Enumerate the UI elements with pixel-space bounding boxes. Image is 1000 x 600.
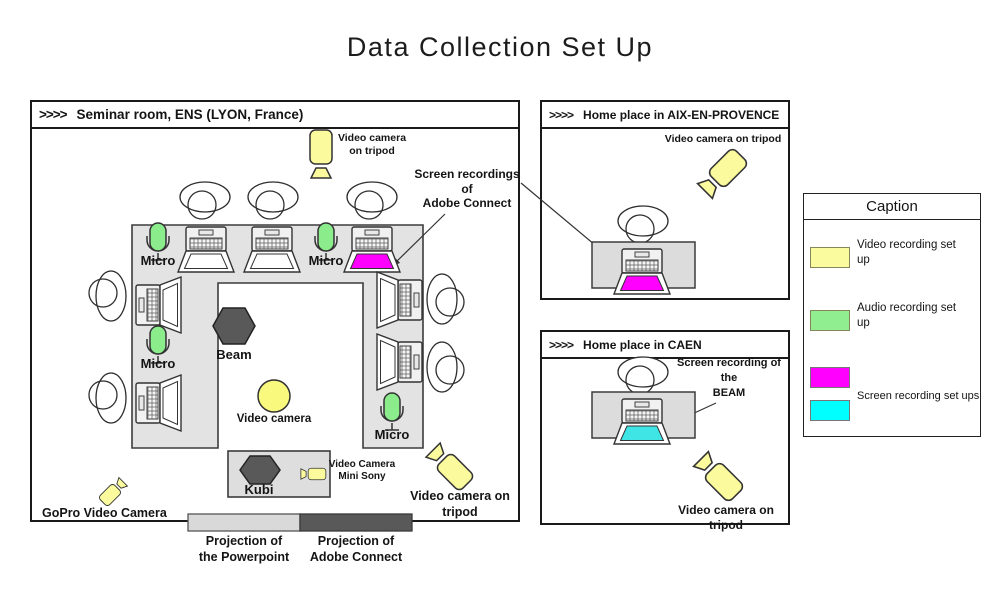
label-micro: Micro	[374, 427, 410, 442]
legend-swatch-video	[810, 247, 850, 268]
legend-swatch-screen-magenta	[810, 367, 850, 388]
label-caen-video-camera-tripod: Video camera on tripod	[678, 503, 774, 532]
label-screen-recordings: Screen recordings of Adobe Connect	[414, 167, 520, 211]
label-projection-adobe: Projection of Adobe Connect	[309, 534, 403, 564]
label-kubi: Kubi	[244, 482, 274, 497]
label-gopro: GoPro Video Camera	[42, 506, 167, 520]
label-aix-video-camera-tripod: Video camera on tripod	[664, 133, 782, 145]
chevrons-icon: >>>>	[549, 337, 574, 352]
legend-swatch-audio	[810, 310, 850, 331]
chevrons-icon: >>>>	[549, 107, 574, 122]
legend-label-video: Video recording set up	[857, 239, 956, 267]
aix-title: Home place in AIX-EN-PROVENCE	[583, 107, 780, 122]
label-beam: Beam	[216, 347, 252, 362]
aix-header: >>>> Home place in AIX-EN-PROVENCE	[542, 102, 788, 129]
aix-panel: >>>> Home place in AIX-EN-PROVENCE	[540, 100, 790, 300]
caption-title: Caption	[804, 194, 980, 220]
chevrons-icon: >>>>	[39, 107, 68, 122]
legend-label-screen: Screen recording set ups	[857, 390, 980, 402]
label-micro: Micro	[308, 253, 344, 268]
seminar-room-panel: >>>> Seminar room, ENS (LYON, France)	[30, 100, 520, 522]
legend-swatch-screen-cyan	[810, 400, 850, 421]
label-video-camera-tripod-right: Video camera on tripod	[410, 489, 510, 519]
label-mini-sony: Video Camera Mini Sony	[328, 459, 396, 482]
seminar-room-header: >>>> Seminar room, ENS (LYON, France)	[32, 102, 518, 129]
caen-header: >>>> Home place in CAEN	[542, 332, 788, 359]
label-video-camera: Video camera	[236, 413, 312, 425]
seminar-room-title: Seminar room, ENS (LYON, France)	[76, 107, 304, 122]
legend-label-audio: Audio recording set up	[857, 302, 957, 330]
label-projection-powerpoint: Projection of the Powerpoint	[198, 534, 290, 564]
label-micro: Micro	[140, 356, 176, 371]
label-micro: Micro	[140, 253, 176, 268]
label-video-camera-tripod-top: Video camera on tripod	[337, 132, 407, 158]
caen-title: Home place in CAEN	[583, 337, 702, 352]
page-title: Data Collection Set Up	[346, 32, 654, 62]
label-caen-screen-recording-beam: Screen recording of the BEAM	[677, 357, 781, 399]
